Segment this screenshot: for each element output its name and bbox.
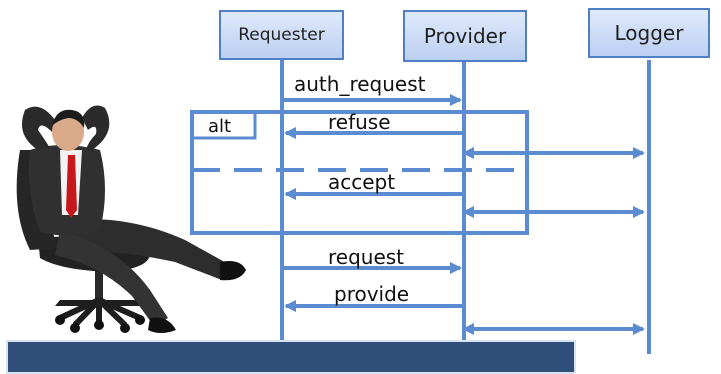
message-label-request: request: [328, 245, 405, 269]
message-label-refuse: refuse: [328, 110, 391, 134]
participant-requester-label: Requester: [238, 25, 325, 45]
message-label-accept: accept: [328, 170, 396, 194]
caption-banner: [6, 340, 576, 374]
alt-frame: [190, 110, 529, 235]
participant-provider: Provider: [403, 10, 527, 62]
message-label-provide: provide: [334, 282, 410, 306]
sequence-diagram: Requester Provider Logger alt auth_reque…: [6, 8, 710, 374]
participant-requester: Requester: [219, 10, 344, 60]
alt-frame-tag: [192, 112, 257, 140]
businessman-illustration: [16, 105, 246, 333]
message-label-auth-request: auth_request: [294, 72, 426, 96]
diagram-lines: [16, 60, 651, 354]
alt-operator-label: alt: [208, 116, 232, 137]
participant-logger-label: Logger: [614, 21, 684, 45]
participant-logger: Logger: [588, 8, 710, 58]
participant-provider-label: Provider: [423, 24, 507, 48]
